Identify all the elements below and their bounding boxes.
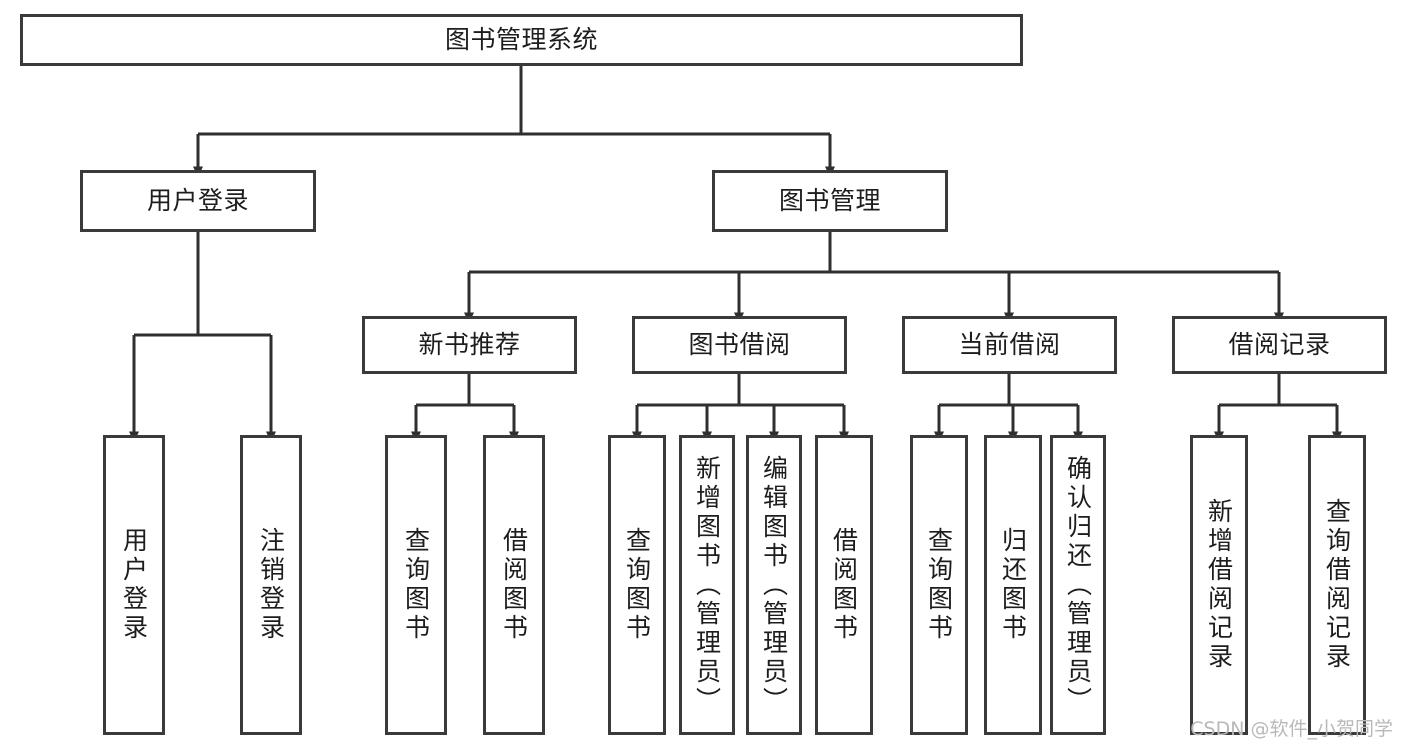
node-label-root: 图书管理系统 bbox=[444, 25, 598, 55]
node-current[interactable]: 当前借阅 bbox=[902, 316, 1117, 374]
node-label-leaf-query-book-2: 查询图书 bbox=[622, 527, 652, 643]
node-label-leaf-user-login: 用户登录 bbox=[119, 527, 149, 643]
node-label-leaf-query-book-1: 查询图书 bbox=[401, 527, 431, 643]
node-label-leaf-return-book: 归还图书 bbox=[998, 527, 1028, 643]
node-bookmgmt[interactable]: 图书管理 bbox=[712, 170, 948, 232]
node-label-records: 借阅记录 bbox=[1228, 330, 1331, 360]
node-borrow[interactable]: 图书借阅 bbox=[632, 316, 847, 374]
node-leaf-return-book[interactable]: 归还图书 bbox=[984, 435, 1042, 735]
node-label-login: 用户登录 bbox=[146, 186, 249, 216]
node-label-leaf-add-book: 新增图书（管理员） bbox=[692, 454, 722, 716]
node-label-leaf-query-record: 查询借阅记录 bbox=[1322, 498, 1352, 672]
node-leaf-edit-book[interactable]: 编辑图书（管理员） bbox=[746, 435, 802, 735]
node-root[interactable]: 图书管理系统 bbox=[20, 14, 1023, 66]
node-label-leaf-edit-book: 编辑图书（管理员） bbox=[759, 454, 789, 716]
connectors-group bbox=[129, 66, 1342, 443]
node-leaf-query-book-2[interactable]: 查询图书 bbox=[608, 435, 666, 735]
node-label-leaf-borrow-book-1: 借阅图书 bbox=[499, 527, 529, 643]
node-label-leaf-confirm-return: 确认归还（管理员） bbox=[1063, 454, 1093, 716]
node-label-borrow: 图书借阅 bbox=[688, 330, 791, 360]
node-leaf-user-login[interactable]: 用户登录 bbox=[103, 435, 165, 735]
node-leaf-confirm-return[interactable]: 确认归还（管理员） bbox=[1050, 435, 1106, 735]
node-login[interactable]: 用户登录 bbox=[80, 170, 316, 232]
node-label-leaf-query-book-3: 查询图书 bbox=[924, 527, 954, 643]
node-leaf-add-book[interactable]: 新增图书（管理员） bbox=[679, 435, 735, 735]
node-newbook[interactable]: 新书推荐 bbox=[362, 316, 577, 374]
watermark-text: CSDN @软件_小贺同学 bbox=[1190, 718, 1393, 740]
node-label-leaf-add-record: 新增借阅记录 bbox=[1204, 498, 1234, 672]
node-label-current: 当前借阅 bbox=[958, 330, 1061, 360]
node-leaf-borrow-book-1[interactable]: 借阅图书 bbox=[483, 435, 545, 735]
node-leaf-query-book-3[interactable]: 查询图书 bbox=[910, 435, 968, 735]
node-leaf-borrow-book-2[interactable]: 借阅图书 bbox=[815, 435, 873, 735]
node-label-bookmgmt: 图书管理 bbox=[778, 186, 881, 216]
node-records[interactable]: 借阅记录 bbox=[1172, 316, 1387, 374]
node-label-leaf-borrow-book-2: 借阅图书 bbox=[829, 527, 859, 643]
node-label-leaf-logout: 注销登录 bbox=[256, 527, 286, 643]
node-leaf-add-record[interactable]: 新增借阅记录 bbox=[1190, 435, 1248, 735]
node-leaf-query-book-1[interactable]: 查询图书 bbox=[385, 435, 447, 735]
node-leaf-logout[interactable]: 注销登录 bbox=[240, 435, 302, 735]
node-label-newbook: 新书推荐 bbox=[418, 330, 521, 360]
node-leaf-query-record[interactable]: 查询借阅记录 bbox=[1308, 435, 1366, 735]
